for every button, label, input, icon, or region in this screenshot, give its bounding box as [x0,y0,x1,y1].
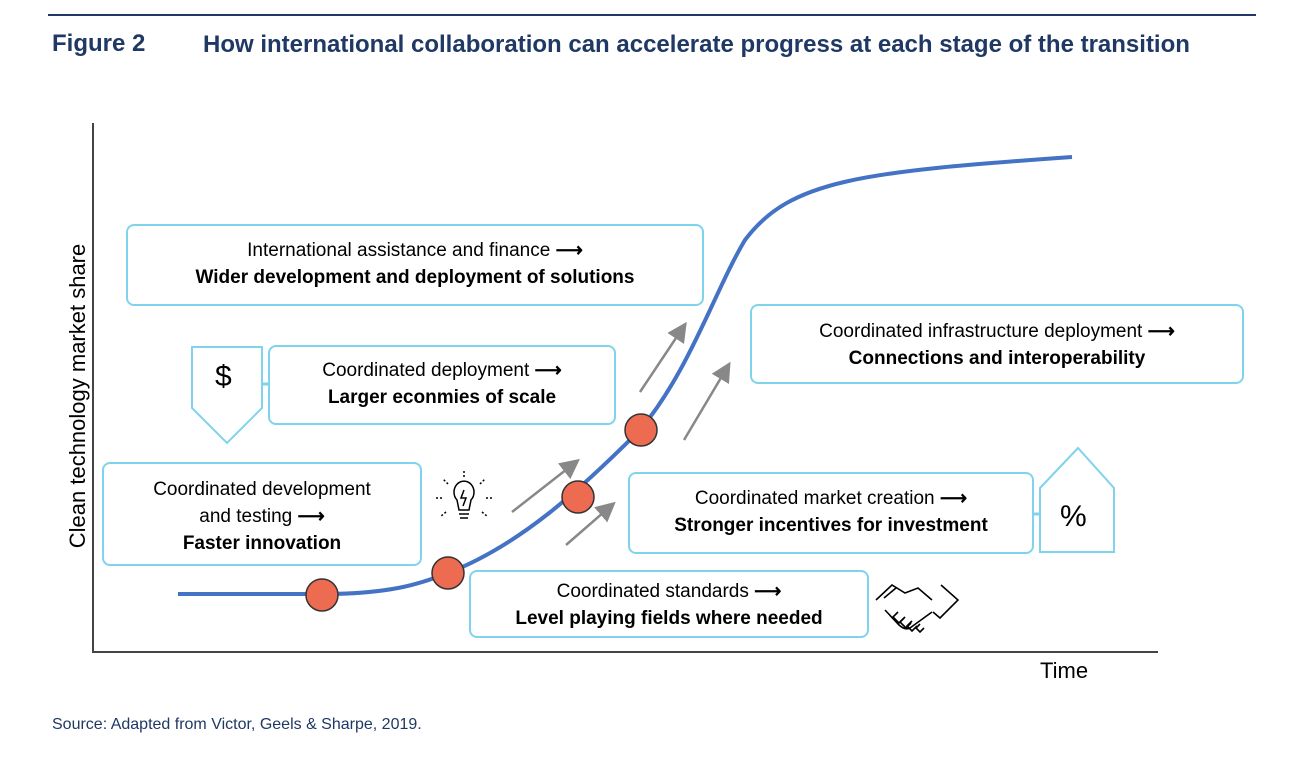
stage-dot [561,480,595,514]
box-line2: Faster innovation [182,533,342,554]
box-line1: Coordinated market creation [695,488,967,509]
box-coordinated-deployment: Coordinated deployment Larger econmies o… [268,345,616,425]
stage-dot [431,556,465,590]
progress-arrow [682,361,731,441]
stage-dot [624,413,658,447]
box-line2: Larger econmies of scale [327,387,557,408]
progress-arrow [638,321,687,393]
box-line1: International assistance and finance [247,240,583,261]
figure-label: Figure 2 [52,30,146,57]
percent-house-icon [1039,446,1115,553]
progress-arrow [565,501,616,546]
box-line1b: and testing [199,506,325,527]
stage-dot [305,578,339,612]
box-line2: Stronger incentives for investment [674,515,988,536]
box-line2: Connections and interoperability [848,348,1146,369]
progress-arrow [511,458,580,513]
percent-symbol: % [1060,500,1087,533]
box-coordinated-development: Coordinated development and testing Fast… [102,462,422,566]
box-international-assistance: International assistance and finance Wid… [126,224,704,306]
handshake-icon [875,583,960,634]
figure-title: How international collaboration can acce… [203,31,1190,58]
box-line1: Coordinated infrastructure deployment [819,321,1175,342]
box-line2: Level playing fields where needed [515,608,823,629]
source-note: Source: Adapted from Victor, Geels & Sha… [52,716,422,733]
box-market-creation: Coordinated market creation Stronger inc… [628,472,1034,554]
y-axis-label: Clean technology market share [65,243,90,549]
top-rule [48,14,1256,16]
box-line1: Coordinated standards [557,581,782,602]
box-line1: Coordinated deployment [322,360,562,381]
x-axis-label: Time [1040,658,1089,683]
box-line1: Coordinated development [153,479,371,500]
box-line2: Wider development and deployment of solu… [195,267,635,288]
lightbulb-icon [435,470,493,519]
dollar-down-arrow-icon [191,346,263,445]
box-standards: Coordinated standards Level playing fiel… [469,570,869,638]
dollar-symbol: $ [215,360,232,393]
box-infrastructure: Coordinated infrastructure deployment Co… [750,304,1244,384]
